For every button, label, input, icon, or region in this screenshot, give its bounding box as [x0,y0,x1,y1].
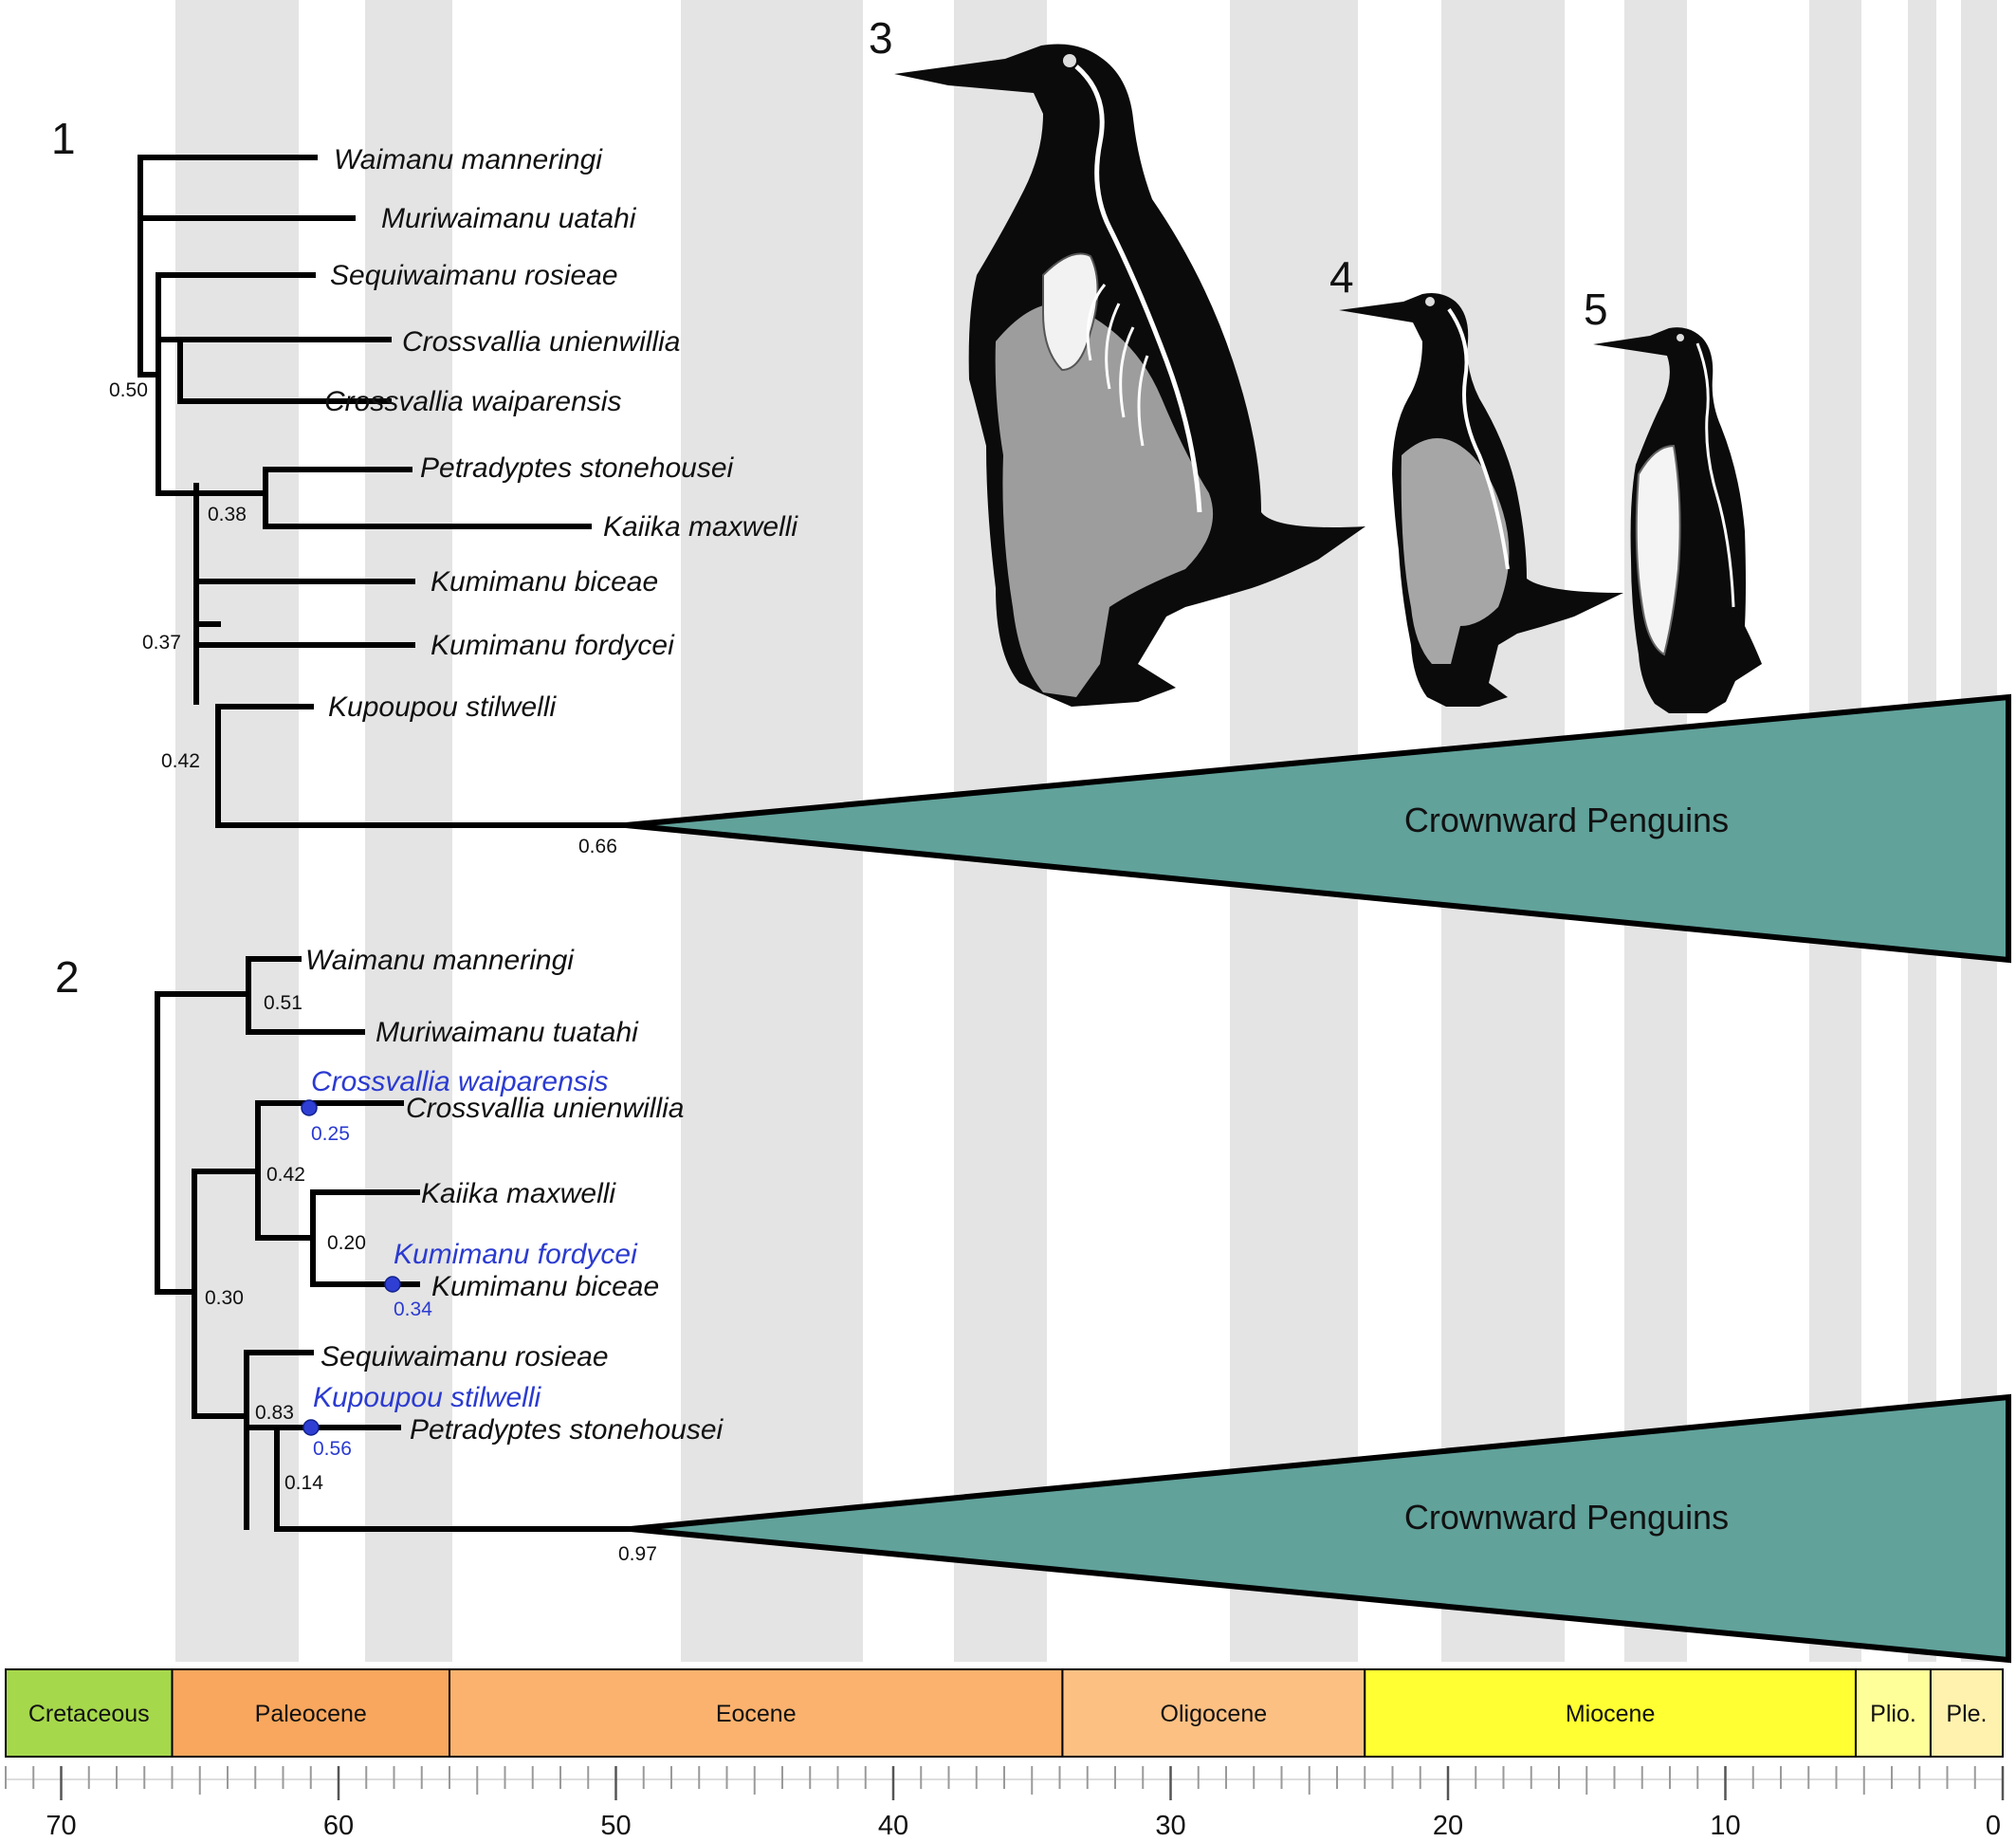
penguin-flipper [1042,252,1099,372]
axis-tick-label: 60 [323,1811,354,1841]
period-box [1929,1668,2004,1758]
tree2-taxon-label: Muriwaimanu tuatahi [376,1017,639,1048]
period-box [1364,1668,1857,1758]
penguin-ribs [1086,284,1149,447]
period-label: Miocene [1566,1701,1656,1727]
tree2-alt-taxon-label: Kumimanu fordycei [394,1239,638,1270]
panel-number-5: 5 [1584,285,1608,334]
tree2-support-value: 0.83 [255,1402,294,1424]
clade-label: Crownward Penguins [1404,1498,1729,1537]
period-box [1854,1668,1932,1758]
tree1-taxon-label: Crossvallia unienwillia [402,326,680,358]
eye-icon [1063,54,1076,67]
period-box [171,1668,450,1758]
tree2-taxon-label: Kaiika maxwelli [421,1178,616,1209]
tree2-support-value: 0.14 [284,1472,323,1494]
alt-placement-node [384,1276,401,1293]
tree2-alt-taxon-label: Kupoupou stilwelli [313,1382,541,1413]
clade-label: Crownward Penguins [1404,801,1729,839]
panel-number-2: 2 [55,952,80,1002]
tree2-support-value: 0.51 [264,992,302,1014]
period-label: Paleocene [255,1701,367,1727]
tree2-alt-support-value: 0.34 [394,1299,432,1320]
penguin-body-gray [995,304,1214,697]
eye-icon [1425,297,1435,306]
alt-placement-node [301,1099,318,1116]
tree2-taxon-label: Crossvallia unienwillia [406,1093,684,1124]
tree1-branches [137,155,629,828]
geologic-timescale: Cretaceous Paleocene Eocene Oligocene Miocen… [5,1668,2004,1758]
axis-tick-label: 20 [1433,1811,1463,1841]
period-label: Ple. [1946,1701,1987,1727]
tree2-branches [155,956,633,1532]
period-box [449,1668,1064,1758]
tree1-support-value: 0.66 [578,836,617,857]
tree1-taxon-label: Crossvallia waiparensis [324,386,621,417]
tree2-alt-taxon-label: Crossvallia waiparensis [311,1066,608,1097]
tree-1: Waimanu manneringi Muriwaimanu uatahi Se… [109,144,2011,964]
tree2-taxon-label: Petradyptes stonehousei [410,1414,724,1446]
penguin-skeleton [1695,342,1735,608]
tree-2: Waimanu manneringi Muriwaimanu tuatahi C… [155,945,2011,1664]
tree1-taxon-label: Kumimanu biceae [431,566,658,598]
penguin-body-white [1635,444,1681,656]
panel-number-1: 1 [51,114,76,163]
tree1-taxon-label: Waimanu manneringi [334,144,603,175]
crownward-penguins-clade [625,693,2011,964]
axis-tick-label: 0 [1986,1811,2001,1841]
tree2-alt-support-value: 0.56 [313,1438,352,1460]
period-box [1061,1668,1366,1758]
tree1-taxon-label: Kupoupou stilwelli [328,691,557,723]
penguin-reconstruction-5 [1593,327,1762,713]
time-band [365,0,452,1662]
tree1-taxon-label: Kumimanu fordycei [431,630,675,661]
axis-tick-label: 40 [878,1811,908,1841]
tree2-support-value: 0.42 [266,1164,305,1186]
axis-tick-label: 50 [600,1811,631,1841]
tree1-support-value: 0.50 [109,379,148,401]
eye-icon [1677,334,1684,341]
penguin-body-gray [1401,438,1510,664]
tree1-taxon-label: Kaiika maxwelli [603,511,798,543]
tree2-taxon-label: Waimanu manneringi [305,945,575,976]
penguin-skeleton [1447,307,1510,570]
tree1-support-value: 0.38 [208,504,247,525]
axis-tick-label: 30 [1155,1811,1185,1841]
tree2-taxon-label: Sequiwaimanu rosieae [321,1341,609,1372]
tree2-taxon-label: Kumimanu biceae [431,1271,659,1302]
tree1-taxon-label: Sequiwaimanu rosieae [330,260,618,291]
penguin-skeleton [1074,64,1202,513]
tree2-support-value: 0.20 [327,1232,366,1254]
period-label: Plio. [1870,1701,1916,1727]
axis-tick-label: 70 [46,1811,76,1841]
penguin-reconstruction-3 [894,44,1365,707]
penguin-reconstruction-4 [1339,293,1623,707]
time-axis: 70 60 50 40 30 20 10 0 [5,1766,2005,1841]
tree1-taxon-label: Muriwaimanu uatahi [381,203,637,234]
tree2-support-value: 0.97 [618,1543,657,1565]
crownward-penguins-clade [630,1393,2011,1664]
period-label: Eocene [716,1701,797,1727]
tree1-support-value: 0.37 [142,632,181,654]
tree2-alt-support-value: 0.25 [311,1123,350,1145]
panel-number-4: 4 [1329,252,1354,302]
axis-tick-label: 10 [1710,1811,1740,1841]
tree1-support-value: 0.42 [161,750,200,772]
alt-placement-node [302,1419,320,1436]
period-label: Cretaceous [28,1701,150,1727]
period-label: Oligocene [1161,1701,1268,1727]
tree2-support-value: 0.30 [205,1287,244,1309]
tree1-taxon-label: Petradyptes stonehousei [420,452,735,484]
panel-number-3: 3 [869,13,893,63]
